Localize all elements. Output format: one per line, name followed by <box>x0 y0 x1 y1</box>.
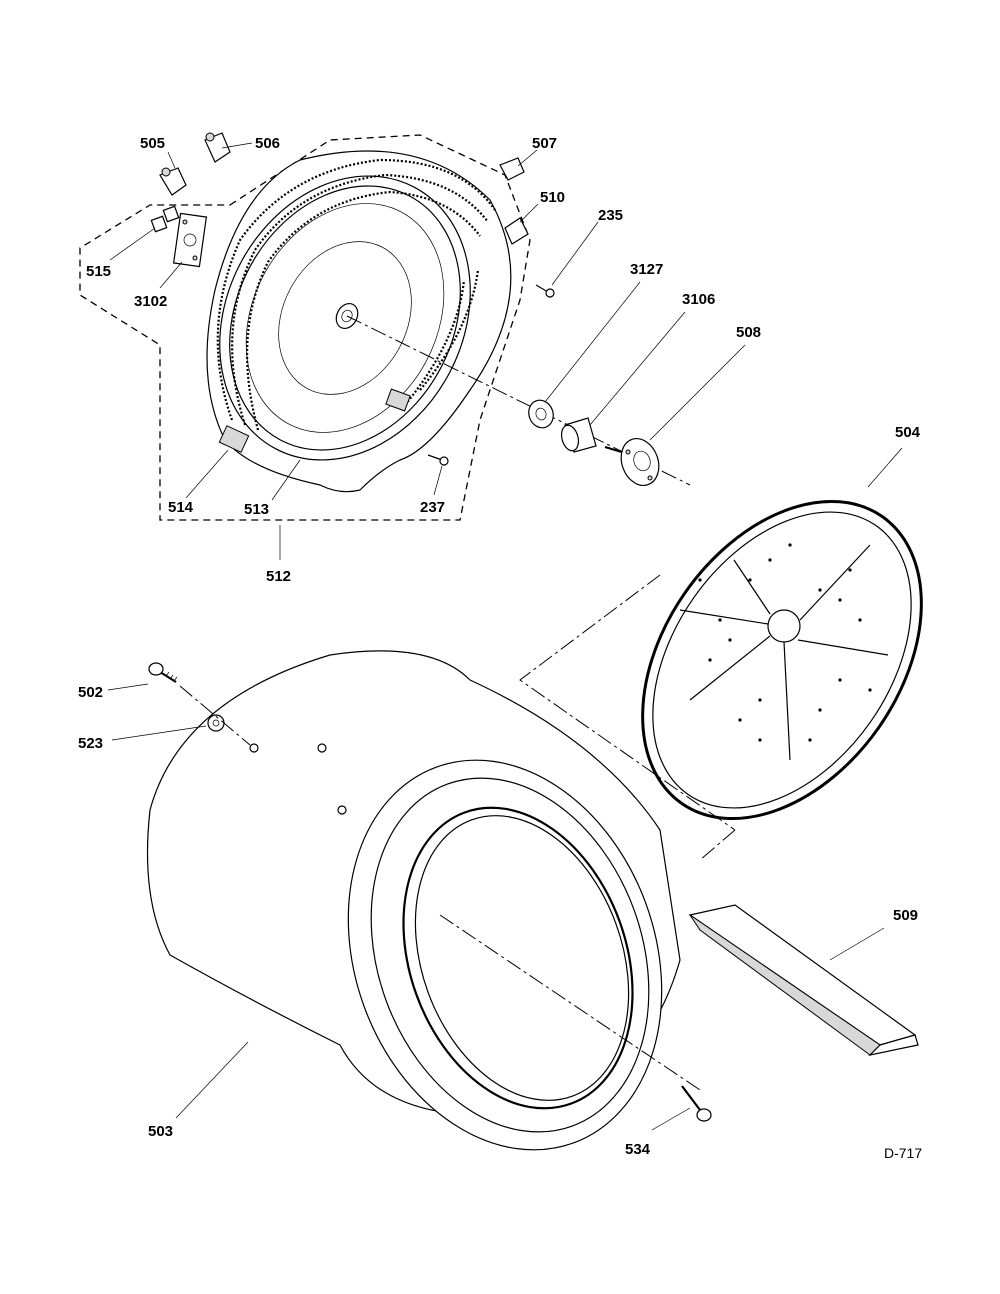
screw-502-guide <box>179 685 251 746</box>
part-label-237: 237 <box>420 499 445 516</box>
part-label-514: 514 <box>168 499 194 516</box>
clip-515 <box>150 205 180 233</box>
bearing-3127 <box>528 399 554 429</box>
part-label-504: 504 <box>895 424 921 441</box>
screw-534 <box>681 1085 712 1122</box>
bushing-3106 <box>560 417 597 453</box>
part-label-505: 505 <box>140 135 165 152</box>
leader-lines <box>107 142 903 1131</box>
part-label-235: 235 <box>598 207 623 224</box>
thermal-fuse-507 <box>499 157 525 181</box>
part-label-534: 534 <box>625 1141 651 1158</box>
part-label-513: 513 <box>244 501 269 518</box>
part-label-503: 503 <box>148 1123 173 1140</box>
part-label-502: 502 <box>78 684 103 701</box>
washer-523 <box>207 714 225 732</box>
drum-back-alignment-outline <box>519 574 736 861</box>
drum-axis-line <box>439 914 701 1091</box>
shaft-508 <box>604 438 660 486</box>
part-label-510: 510 <box>540 189 565 206</box>
part-label-506: 506 <box>255 135 280 152</box>
screw-502 <box>148 662 178 683</box>
drum-back-504 <box>641 499 923 821</box>
part-label-3102: 3102 <box>134 293 167 310</box>
part-label-515: 515 <box>86 263 111 280</box>
rear-bulkhead-heater <box>206 150 512 493</box>
part-label-3127: 3127 <box>630 261 663 278</box>
part-label-507: 507 <box>532 135 557 152</box>
thermostat-506 <box>204 132 231 163</box>
bracket-plate-3102 <box>172 212 208 268</box>
baffle-509 <box>688 904 919 1056</box>
part-label-523: 523 <box>78 735 103 752</box>
thermostat-505 <box>159 167 187 196</box>
diagram-code: D-717 <box>884 1145 922 1161</box>
bracket-510 <box>504 217 529 245</box>
part-label-509: 509 <box>893 907 918 924</box>
part-label-3106: 3106 <box>682 291 715 308</box>
screw-237 <box>427 454 449 466</box>
part-label-508: 508 <box>736 324 761 341</box>
part-label-512: 512 <box>266 568 291 585</box>
screw-235 <box>535 284 555 298</box>
drum-503 <box>146 650 681 1151</box>
